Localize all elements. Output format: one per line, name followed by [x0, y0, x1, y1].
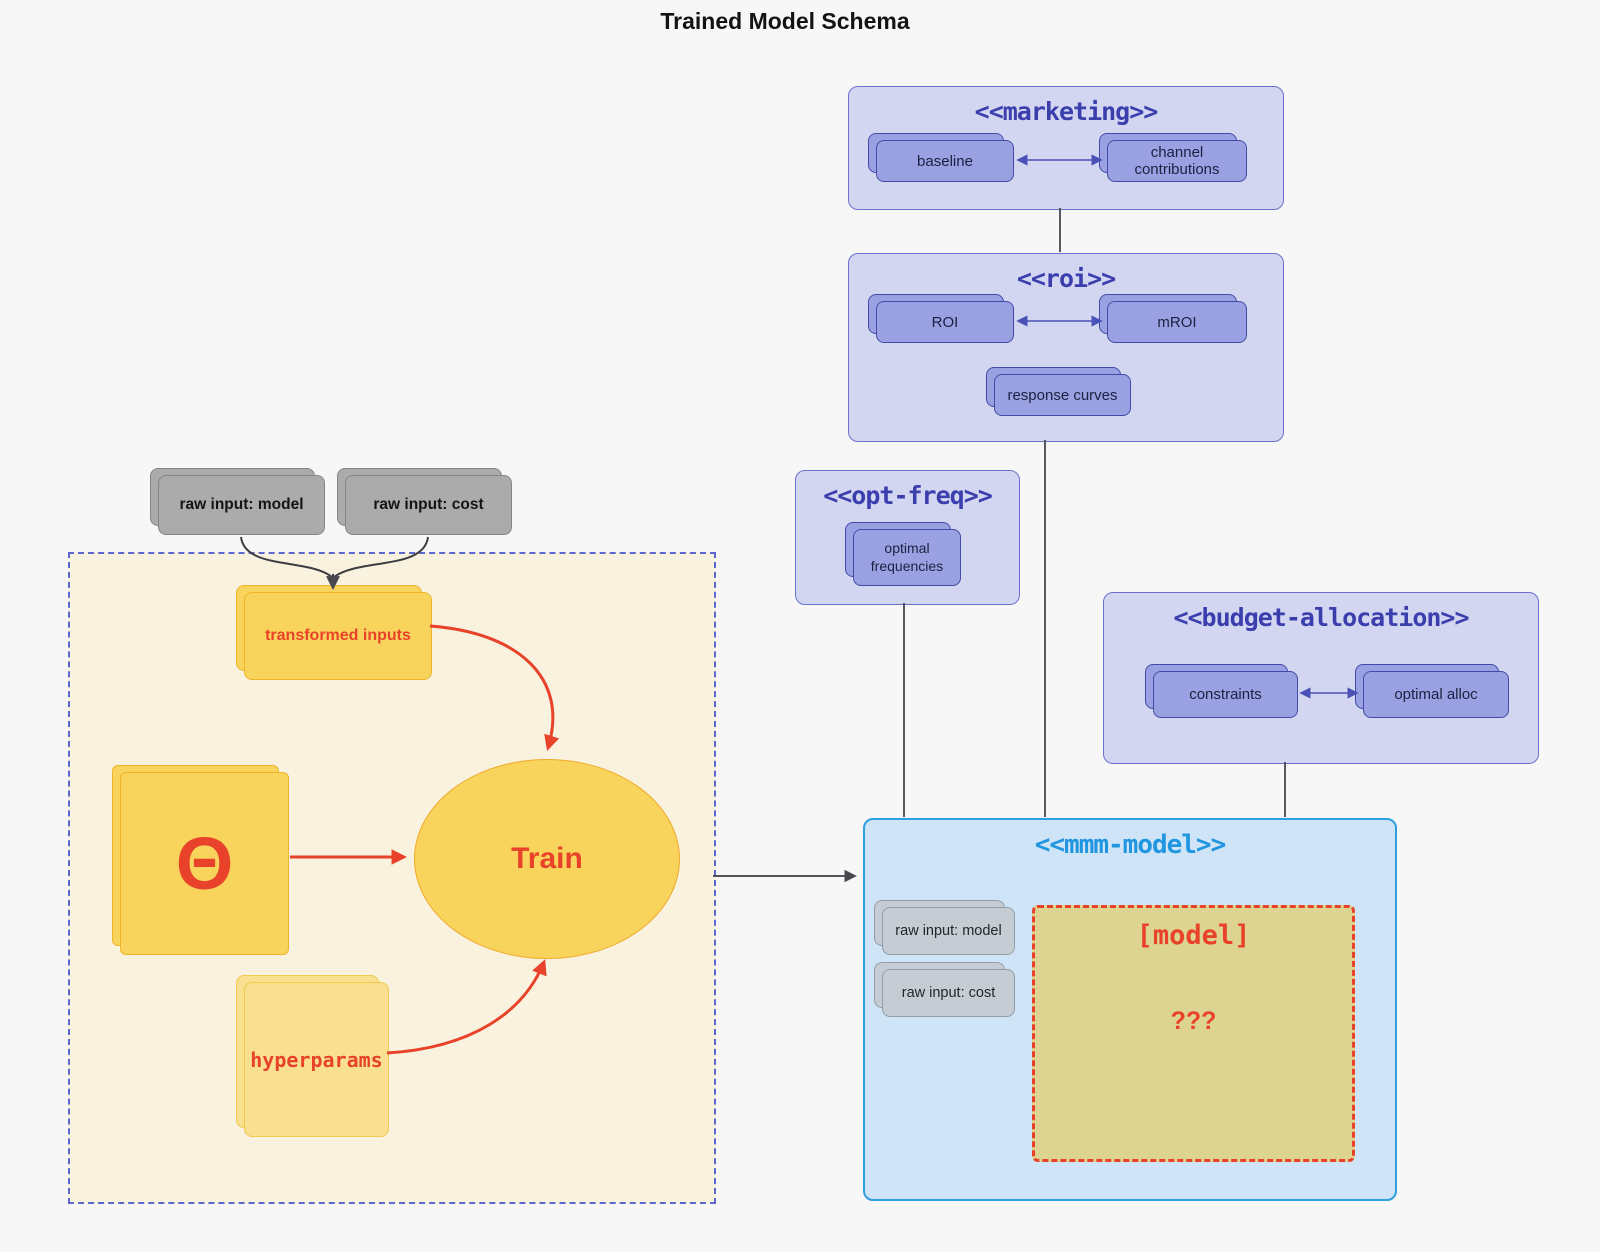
node-hyperparams: hyperparams: [236, 975, 389, 1137]
container-roi: <<roi>> ROI mROI response curves: [848, 253, 1284, 442]
container-modeling-framework: transformed inputs Θ Train hyperparams M…: [68, 552, 716, 1204]
diagram-title: Trained Model Schema: [660, 8, 910, 34]
node-mmm-raw-input-model: raw input: model: [874, 900, 1015, 955]
node-optimal-alloc: optimal alloc: [1355, 664, 1509, 718]
node-mroi: mROI: [1099, 294, 1247, 343]
node-label: Train: [511, 842, 583, 875]
container-title-marketing: <<marketing>>: [974, 97, 1159, 126]
model-box-question-marks: ???: [1170, 1007, 1217, 1035]
node-label: optimal frequencies: [870, 540, 944, 574]
node-optimal-frequencies: optimal frequencies: [845, 522, 961, 586]
node-label: raw input: model: [179, 496, 304, 513]
node-label: optimal alloc: [1394, 686, 1478, 703]
container-budget-allocation: <<budget-allocation>> constraints optima…: [1103, 592, 1539, 764]
node-transformed-inputs: transformed inputs: [236, 585, 432, 680]
node-label: constraints: [1189, 686, 1262, 703]
theta-symbol: Θ: [175, 822, 234, 905]
container-title-mmm-model: <<mmm-model>>: [1034, 830, 1227, 860]
container-title-opt-freq: <<opt-freq>>: [823, 481, 993, 510]
node-label: baseline: [917, 152, 973, 170]
node-model-dashed-box: [model] ???: [1032, 905, 1355, 1162]
node-label: mROI: [1157, 313, 1197, 331]
container-opt-freq: <<opt-freq>> optimal frequencies: [795, 470, 1020, 605]
node-label: raw input: cost: [901, 985, 996, 1001]
node-label: response curves: [1007, 386, 1118, 404]
container-marketing: <<marketing>> baseline channel contribut…: [848, 86, 1284, 210]
node-raw-input-model: raw input: model: [150, 468, 325, 535]
node-roi: ROI: [868, 294, 1014, 343]
node-label: hyperparams: [250, 1047, 383, 1072]
node-baseline: baseline: [868, 133, 1014, 182]
model-box-title: [model]: [1136, 920, 1251, 951]
node-label: raw input: model: [895, 923, 1002, 939]
node-mmm-raw-input-cost: raw input: cost: [874, 962, 1015, 1017]
node-label: ROI: [931, 313, 959, 331]
container-mmm-model: <<mmm-model>> raw input: model raw input…: [863, 818, 1397, 1201]
node-raw-input-cost: raw input: cost: [337, 468, 512, 535]
node-constraints: constraints: [1145, 664, 1298, 718]
node-label: transformed inputs: [265, 627, 411, 644]
node-response-curves: response curves: [986, 367, 1131, 416]
node-label: channel contributions: [1134, 144, 1220, 178]
container-title-budget-allocation: <<budget-allocation>>: [1173, 603, 1469, 632]
node-channel-contributions: channel contributions: [1099, 133, 1247, 182]
node-theta: Θ: [112, 765, 289, 955]
node-train-ellipse: Train: [414, 759, 680, 959]
container-title-roi: <<roi>>: [1016, 264, 1116, 293]
node-label: raw input: cost: [373, 496, 484, 513]
